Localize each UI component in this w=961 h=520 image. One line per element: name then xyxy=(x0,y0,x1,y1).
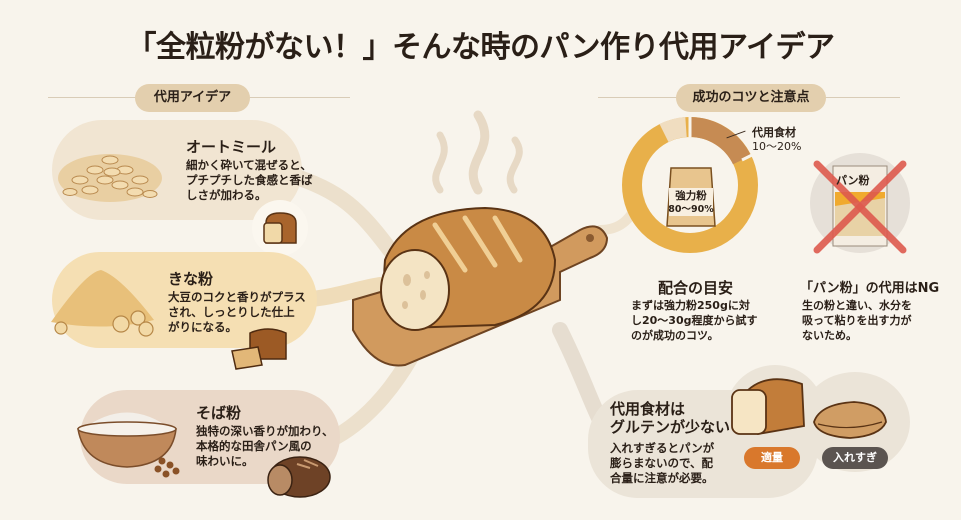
ng-title: 「パン粉」の代用はNG xyxy=(800,281,940,296)
ng-description: 生の粉と違い、水分を 吸って粘りを出す力が ないため。 xyxy=(802,299,912,342)
flour-bag-label: 強力粉 80〜90% xyxy=(668,190,714,215)
breadcrumbs-bag-label: パン粉 xyxy=(836,174,870,187)
ratio-title: 配合の目安 xyxy=(658,279,734,297)
gluten-title: 代用食材は グルテンが少ない xyxy=(610,400,731,436)
gluten-description: 入れすぎるとパンが 膨らまないので、配 合量に注意が必要。 xyxy=(610,441,715,485)
buckwheat-flour-bowl-icon xyxy=(72,395,192,480)
bread-on-cutting-board-icon xyxy=(345,190,615,375)
kinako-description: 大豆のコクと香りがプラス され、しっとりした仕上 がりになる。 xyxy=(168,290,306,334)
kinako-title: きな粉 xyxy=(168,270,214,288)
kinako-powder-icon xyxy=(46,262,166,342)
bread-loaf-icon xyxy=(252,200,308,256)
ratio-description: まずは強力粉250gに対 し20〜30g程度から試す のが成功のコツ。 xyxy=(631,299,758,342)
badge-too-much: 入れすぎ xyxy=(822,447,888,469)
soba-title: そば粉 xyxy=(196,404,242,422)
ratio-donut-chart xyxy=(620,115,760,255)
left-section-heading: 代用アイデア xyxy=(135,84,250,112)
substitute-ratio-label: 代用食材 10〜20% xyxy=(752,126,802,153)
oatmeal-title: オートミール xyxy=(186,138,277,156)
rustic-bread-icon xyxy=(262,452,332,502)
breadcrumbs-ng-icon xyxy=(805,148,915,258)
page-title: 「全粒粉がない！」そんな時のパン作り代用アイデア xyxy=(126,30,836,65)
flat-bread-icon xyxy=(810,396,890,442)
risen-bread-icon xyxy=(728,372,808,442)
right-section-heading: 成功のコツと注意点 xyxy=(676,84,826,112)
badge-appropriate-amount: 適量 xyxy=(744,447,800,469)
oatmeal-icon xyxy=(50,130,170,210)
flour-bag-icon xyxy=(663,160,719,230)
soba-description: 独特の深い香りが加わり、 本格的な田舎パン風の 味わいに。 xyxy=(196,424,334,468)
oatmeal-description: 細かく砕いて混ぜると、 プチプチした食感と香ば しさが加わる。 xyxy=(186,158,313,202)
sliced-bread-icon xyxy=(228,325,292,371)
